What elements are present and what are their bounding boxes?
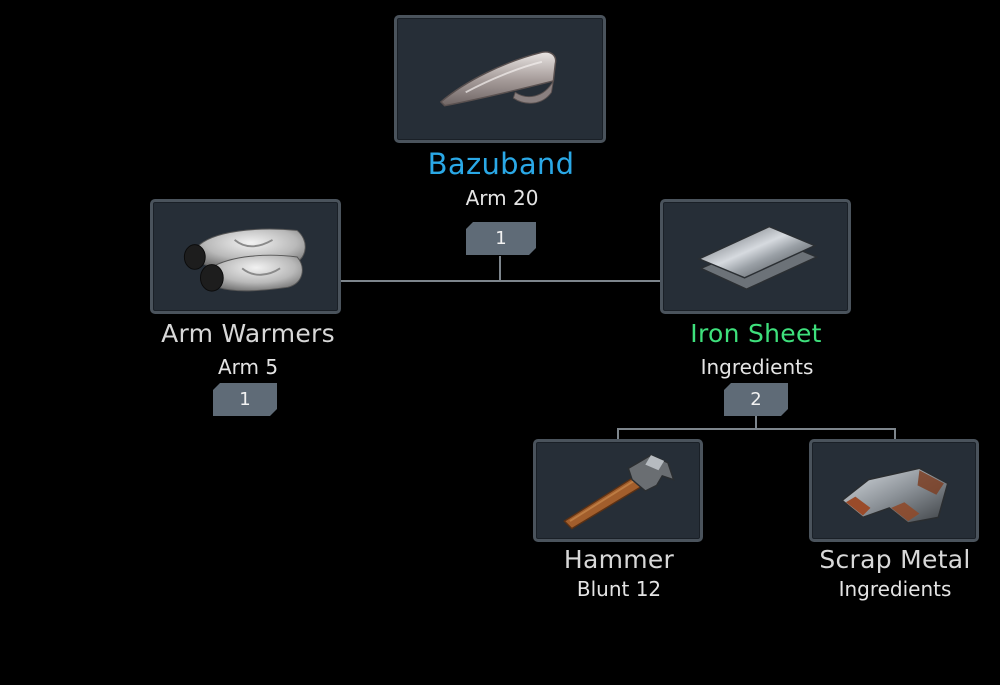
bazuband-name: Bazuband [427, 147, 575, 181]
arm-warmers-icon [183, 228, 306, 292]
hammer-stat: Blunt 12 [576, 577, 662, 601]
iron-sheet-icon [697, 225, 819, 290]
bazuband-slot[interactable] [394, 15, 606, 143]
bazuband-icon [439, 51, 557, 107]
scrap-metal-icon [841, 467, 949, 524]
arm-warmers-slot[interactable] [150, 199, 341, 314]
iron-sheet-stat: Ingredients [700, 355, 814, 379]
hammer-icon [563, 454, 675, 530]
arm-warmers-count-badge: 1 [213, 383, 277, 416]
iron-sheet-slot[interactable] [660, 199, 851, 314]
hammer-name: Hammer [563, 545, 675, 574]
scrap-metal-slot[interactable] [809, 439, 979, 542]
arm-warmers-name: Arm Warmers [161, 319, 335, 348]
bazuband-stat: Arm 20 [465, 186, 539, 210]
iron-sheet-name: Iron Sheet [690, 319, 822, 348]
bazuband-count-badge: 1 [466, 222, 536, 255]
arm-warmers-stat: Arm 5 [217, 355, 279, 379]
iron-sheet-count-badge: 2 [724, 383, 788, 416]
scrap-metal-stat: Ingredients [838, 577, 952, 601]
hammer-slot[interactable] [533, 439, 703, 542]
scrap-metal-name: Scrap Metal [819, 545, 971, 574]
